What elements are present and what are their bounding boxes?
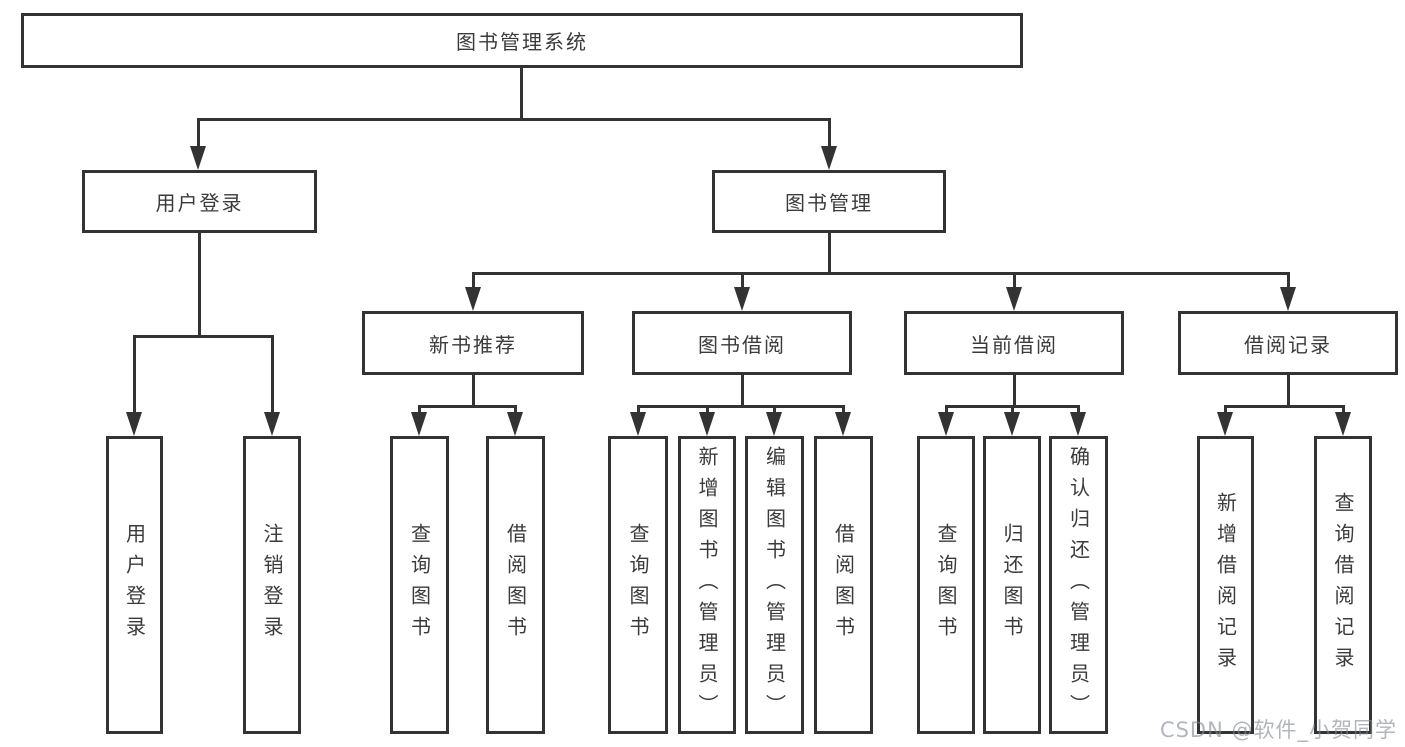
node-new-book-recommend-label: 新书推荐 [429,332,517,357]
connector-drop [740,272,744,290]
arrowhead-down-icon [699,412,715,436]
node-current-borrow: 当前借阅 [904,311,1124,375]
leaf-borrow-books-2: 借阅图书 [814,436,873,734]
connector-drop [471,272,475,290]
connector-drop [417,405,421,415]
connector-rail [1223,405,1345,408]
connector-drop [1076,405,1080,415]
leaf-borrow-books-recommend: 借阅图书 [486,436,545,734]
arrowhead-down-icon [507,412,523,436]
connector-drop [132,335,136,415]
arrowhead-down-icon [1004,412,1020,436]
csdn-watermark: CSDN @软件_小贺同学 [1159,718,1397,742]
connector-drop [705,405,709,415]
arrowhead-down-icon [1280,287,1296,311]
leaf-query-books-recommend-label: 查询图书 [407,523,432,647]
connector-drop [1223,405,1227,415]
connector-rail [471,272,1290,275]
arrowhead-down-icon [126,412,142,436]
arrowhead-down-icon [264,412,280,436]
node-user-login: 用户登录 [82,170,317,233]
leaf-add-book-admin: 新增图书（管理员） [678,436,736,734]
connector-drop [1341,405,1345,415]
leaf-query-borrow-record: 查询借阅记录 [1314,436,1372,734]
connector-rail [132,335,274,338]
arrowhead-down-icon [1070,412,1086,436]
leaf-query-books-borrow: 查询图书 [608,436,668,734]
node-borrow-records-label: 借阅记录 [1244,332,1332,357]
connector-stem [1286,375,1290,408]
leaf-query-borrow-record-label: 查询借阅记录 [1331,492,1355,678]
node-book-management: 图书管理 [712,170,946,233]
connector-stem [827,233,831,275]
connector-drop [827,118,831,149]
leaf-edit-book-admin: 编辑图书（管理员） [745,436,804,734]
connector-drop [944,405,948,415]
leaf-add-borrow-record: 新增借阅记录 [1197,436,1254,734]
connector-drop [1286,272,1290,290]
connector-drop [196,118,200,149]
arrowhead-down-icon [766,412,782,436]
connector-stem [519,68,523,121]
leaf-confirm-return-admin: 确认归还（管理员） [1049,436,1108,734]
arrowhead-down-icon [1006,287,1022,311]
arrowhead-down-icon [821,146,837,170]
connector-rail [636,405,845,408]
connector-stem [740,375,744,408]
leaf-logout-login-label: 注销登录 [260,523,284,647]
connector-drop [772,405,776,415]
connector-stem [1012,375,1016,408]
connector-drop [636,405,640,415]
arrowhead-down-icon [1217,412,1233,436]
leaf-user-login-label: 用户登录 [122,523,147,647]
arrowhead-down-icon [734,287,750,311]
leaf-return-book: 归还图书 [983,436,1041,734]
connector-rail [196,118,831,121]
connector-drop [1012,272,1016,290]
leaf-query-books-current: 查询图书 [917,436,975,734]
leaf-confirm-return-admin-label: 确认归还（管理员） [1066,445,1091,725]
leaf-borrow-books-recommend-label: 借阅图书 [503,523,528,647]
node-root: 图书管理系统 [21,13,1023,68]
node-book-borrow: 图书借阅 [632,311,852,375]
arrowhead-down-icon [1335,412,1351,436]
node-book-borrow-label: 图书借阅 [698,332,786,357]
leaf-user-login: 用户登录 [106,436,163,734]
arrowhead-down-icon [835,412,851,436]
leaf-query-books-current-label: 查询图书 [934,523,958,647]
connector-rail [417,405,517,408]
connector-stem [197,233,201,338]
arrowhead-down-icon [465,287,481,311]
node-book-management-label: 图书管理 [785,191,873,215]
connector-drop [841,405,845,415]
node-new-book-recommend: 新书推荐 [362,311,584,375]
connector-drop [1010,405,1014,415]
node-current-borrow-label: 当前借阅 [970,332,1058,357]
arrowhead-down-icon [630,412,646,436]
leaf-query-books-recommend: 查询图书 [390,436,449,734]
leaf-query-books-borrow-label: 查询图书 [626,523,650,647]
connector-drop [270,335,274,415]
arrowhead-down-icon [190,146,206,170]
leaf-return-book-label: 归还图书 [1000,523,1024,647]
arrowhead-down-icon [938,412,954,436]
leaf-add-book-admin-label: 新增图书（管理员） [695,445,719,725]
leaf-edit-book-admin-label: 编辑图书（管理员） [762,445,787,725]
arrowhead-down-icon [411,412,427,436]
node-root-label: 图书管理系统 [456,30,588,54]
leaf-logout-login: 注销登录 [243,436,301,734]
connector-stem [471,375,475,408]
leaf-borrow-books-2-label: 借阅图书 [831,523,856,647]
leaf-add-borrow-record-label: 新增借阅记录 [1213,492,1238,678]
connector-drop [513,405,517,415]
node-borrow-records: 借阅记录 [1178,311,1398,375]
node-user-login-label: 用户登录 [155,191,244,215]
